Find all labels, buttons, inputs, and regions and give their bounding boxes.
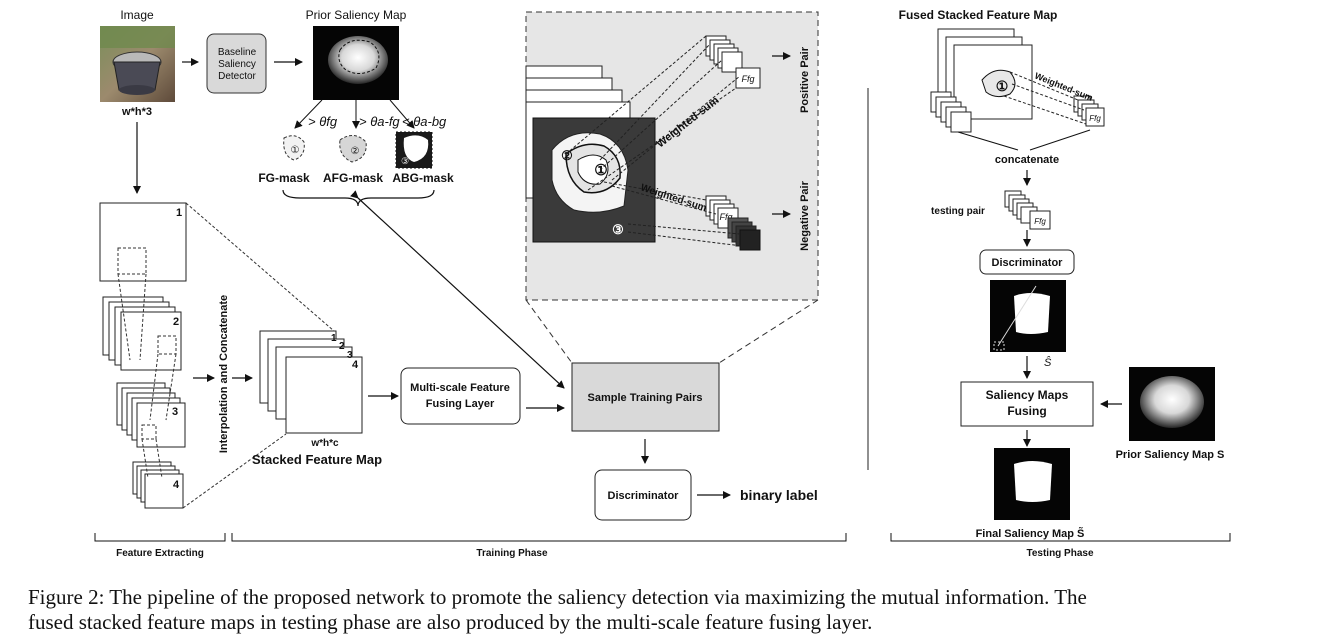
svg-text:Weighted-sum: Weighted-sum [1033, 71, 1094, 103]
final-map-label: Final Saliency Map S̃ [976, 527, 1085, 540]
feature-level-3: 3 [116, 353, 186, 448]
saliency-fusing-line2: Fusing [1007, 404, 1046, 418]
saliency-fusing-box [960, 381, 1094, 427]
feature-level-1: 1 [99, 202, 187, 282]
baseline-line1: Baseline [218, 47, 257, 58]
stacked-feature-label: Stacked Feature Map [252, 452, 382, 467]
afg-mask-shape: ② [339, 135, 367, 163]
svg-text:4: 4 [352, 359, 359, 371]
final-saliency-map [994, 448, 1070, 520]
fg-mask-shape: ① [283, 135, 305, 161]
dotted-link-top [185, 202, 335, 332]
feature-level-2: 2 [102, 273, 182, 371]
discriminator-box [594, 469, 692, 521]
caption-line-2: fused stacked feature maps in testing ph… [28, 610, 873, 634]
svg-text:1: 1 [176, 207, 182, 219]
svg-text:1: 1 [331, 333, 337, 344]
pipeline-diagram: Image w*h*3 Baseline Saliency Detector P… [94, 8, 1231, 559]
svg-text:3: 3 [172, 406, 178, 418]
svg-text:3: 3 [347, 350, 353, 361]
binary-label: binary label [740, 487, 818, 503]
abg-mask-shape: ③ [395, 131, 433, 169]
image-dims: w*h*3 [121, 106, 152, 118]
saliency-fusing-line1: Saliency Maps [986, 388, 1069, 402]
svg-text:①: ① [996, 78, 1009, 94]
sample-pairs-box [571, 362, 720, 432]
fusing-line1: Multi-scale Feature [410, 382, 510, 394]
test-prior-map [1129, 367, 1215, 441]
test-prior-label: Prior Saliency Map S [1116, 449, 1225, 461]
fusing-layer-box [400, 367, 521, 425]
training-phase-bracket [231, 533, 847, 542]
svg-text:Ffg: Ffg [719, 212, 732, 222]
svg-text:③: ③ [401, 156, 409, 166]
theta-abg: < θa-bg [402, 114, 447, 129]
svg-text:Ffg: Ffg [1034, 217, 1046, 226]
feature-extracting-label: Feature Extracting [116, 548, 204, 559]
training-phase-label: Training Phase [476, 548, 548, 559]
pair-sampling-detail-panel: ② ① ③ Ffg Weighted-sum Positive Pair Ffg [525, 11, 819, 301]
theta-afg: > θa-fg [359, 114, 400, 129]
arrow-to-fg-mask [294, 99, 323, 129]
negative-pair-label: Negative Pair [799, 180, 811, 250]
svg-text:4: 4 [173, 479, 180, 491]
positive-pair-label: Positive Pair [799, 46, 811, 113]
testing-pair-stack: Ffg [1004, 190, 1051, 230]
svg-text:①: ① [291, 145, 300, 156]
baseline-detector-box [206, 33, 267, 94]
test-discriminator-box [979, 249, 1075, 275]
figure-caption: Figure 2: The pipeline of the proposed n… [28, 585, 1308, 635]
svg-text:Ffg: Ffg [1089, 114, 1101, 123]
stacked-dims: w*h*c [310, 438, 339, 449]
svg-text:②: ② [561, 148, 573, 163]
fused-stack-label: Fused Stacked Feature Map [899, 8, 1058, 22]
s-hat-map [990, 280, 1066, 352]
stacked-feature-map: 1 2 3 4 [259, 330, 363, 434]
discriminator-label: Discriminator [608, 490, 680, 502]
zoom-line-left [525, 299, 573, 364]
feature-extracting-bracket [94, 533, 226, 542]
input-photo [100, 26, 175, 102]
feature-level-4: 4 [132, 438, 184, 509]
concatenate-label: concatenate [995, 154, 1059, 166]
caption-line-1: Figure 2: The pipeline of the proposed n… [28, 585, 1087, 609]
testing-pair-label: testing pair [931, 206, 985, 217]
zoom-line-right [718, 299, 819, 364]
abg-mask-label: ABG-mask [392, 171, 454, 185]
sample-pairs-label: Sample Training Pairs [588, 392, 703, 404]
prior-saliency-map [313, 26, 399, 100]
test-discriminator-label: Discriminator [992, 257, 1064, 269]
svg-text:2: 2 [339, 341, 345, 352]
fused-stacked-map: ① Ffg Weighted-sum [930, 28, 1105, 133]
arrow-to-abg-mask [389, 99, 415, 129]
fusing-line2: Fusing Layer [426, 398, 495, 410]
dotted-link-bottom [182, 433, 287, 509]
afg-mask-label: AFG-mask [323, 171, 383, 185]
image-label: Image [120, 8, 154, 22]
prior-map-label: Prior Saliency Map [306, 8, 407, 22]
svg-text:Ffg: Ffg [741, 74, 754, 84]
testing-phase-label: Testing Phase [1026, 548, 1093, 559]
testing-phase-bracket [890, 533, 1231, 542]
svg-text:③: ③ [612, 222, 624, 237]
baseline-line2: Saliency [218, 59, 256, 70]
baseline-line3: Detector [218, 71, 256, 82]
fg-mask-label: FG-mask [258, 171, 310, 185]
svg-text:②: ② [351, 146, 360, 157]
interp-concat-label: Interpolation and Concatenate [218, 295, 230, 453]
arrow-masks-to-sample [350, 190, 565, 389]
s-hat-label: Ŝ [1044, 356, 1052, 369]
theta-fg: > θfg [308, 114, 338, 129]
svg-text:2: 2 [173, 316, 179, 328]
